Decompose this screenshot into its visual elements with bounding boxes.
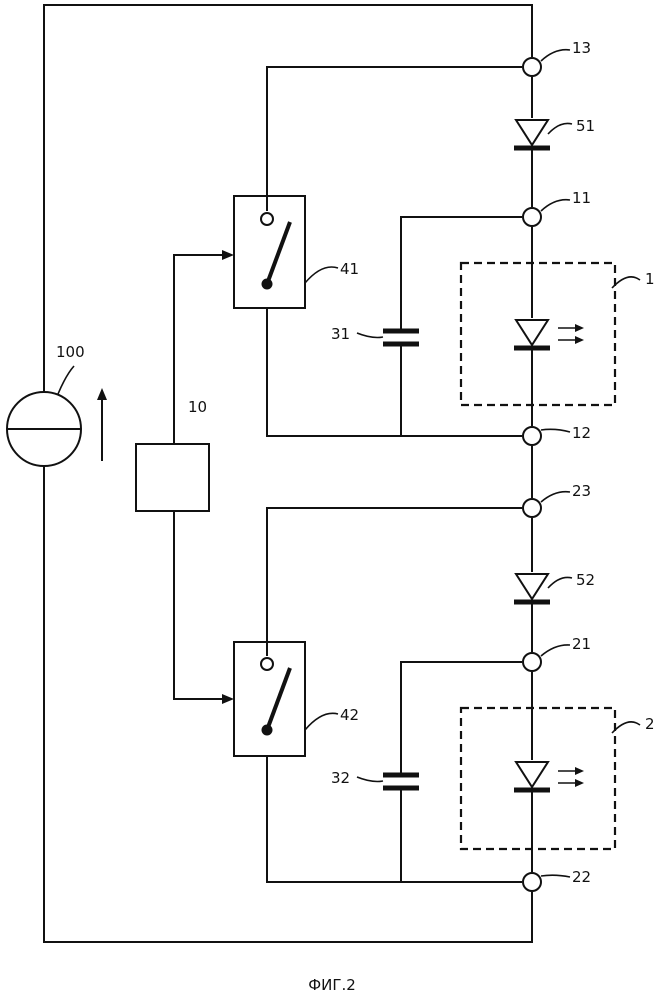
diode-51 — [514, 120, 572, 148]
leader-2 — [612, 722, 640, 733]
leader-52 — [548, 577, 572, 588]
label-22: 22 — [572, 868, 591, 886]
diode-52-triangle — [516, 574, 548, 599]
leader-100 — [58, 366, 74, 394]
leader-41 — [305, 267, 338, 283]
node-13 — [523, 58, 541, 76]
diode-52 — [514, 574, 572, 602]
wire-switch1-12 — [267, 308, 522, 436]
label-1: 1 — [645, 270, 655, 288]
light-emission-arrows-icon — [558, 324, 584, 344]
label-21: 21 — [572, 635, 591, 653]
leader-51 — [548, 123, 572, 134]
label-2: 2 — [645, 715, 655, 733]
controller-10 — [136, 250, 234, 704]
leader-22 — [541, 875, 570, 877]
wire-23-switch2 — [267, 508, 522, 656]
switch-41 — [234, 196, 338, 308]
arrow-head-41-icon — [222, 250, 234, 260]
node-12 — [523, 427, 541, 445]
wire-13-switch1 — [267, 67, 522, 211]
controller-box — [136, 444, 209, 511]
leader-21 — [541, 645, 570, 656]
label-51: 51 — [576, 117, 595, 135]
label-100: 100 — [56, 343, 85, 361]
label-31: 31 — [331, 325, 350, 343]
switch-42 — [234, 642, 338, 756]
leader-12 — [541, 429, 570, 432]
figure-caption: ФИГ.2 — [308, 976, 356, 994]
label-10: 10 — [188, 398, 207, 416]
leader-13 — [541, 50, 570, 61]
light-emission-arrows-icon — [558, 767, 584, 787]
label-13: 13 — [572, 39, 591, 57]
leader-23 — [541, 492, 570, 502]
led-1-triangle — [516, 320, 548, 345]
wire-top-loop — [44, 5, 532, 392]
wire-11-cap31 — [401, 217, 522, 329]
label-52: 52 — [576, 571, 595, 589]
label-12: 12 — [572, 424, 591, 442]
leader-1 — [612, 277, 640, 288]
node-21 — [523, 653, 541, 671]
led-module-2 — [461, 708, 640, 849]
leader-32 — [357, 777, 383, 782]
switch-42-pivot — [262, 725, 273, 736]
node-22 — [523, 873, 541, 891]
label-11: 11 — [572, 189, 591, 207]
node-23 — [523, 499, 541, 517]
arrow-head-42-icon — [222, 694, 234, 704]
capacitor-32 — [357, 775, 419, 788]
wire-21-cap32 — [401, 662, 522, 773]
leader-31 — [357, 333, 383, 338]
switch-41-contact — [261, 213, 273, 225]
current-direction-arrow-icon — [97, 388, 107, 400]
capacitor-31 — [357, 331, 419, 344]
led-module-1 — [461, 263, 640, 405]
led-2-triangle — [516, 762, 548, 787]
switch-41-pivot — [262, 279, 273, 290]
wire-bottom-loop — [44, 466, 532, 942]
current-source-100 — [7, 366, 107, 466]
control-line-42 — [174, 511, 224, 699]
label-41: 41 — [340, 260, 359, 278]
diode-51-triangle — [516, 120, 548, 145]
main-loop-wires — [44, 5, 532, 942]
label-32: 32 — [331, 769, 350, 787]
node-11 — [523, 208, 541, 226]
switch-42-contact — [261, 658, 273, 670]
reference-labels: 100 10 41 42 31 32 1 2 51 52 13 11 12 23… — [56, 39, 655, 886]
leader-42 — [305, 713, 338, 730]
switch-41-lever — [267, 222, 290, 284]
label-23: 23 — [572, 482, 591, 500]
label-42: 42 — [340, 706, 359, 724]
switch-42-lever — [267, 668, 290, 730]
leader-11 — [541, 200, 570, 211]
